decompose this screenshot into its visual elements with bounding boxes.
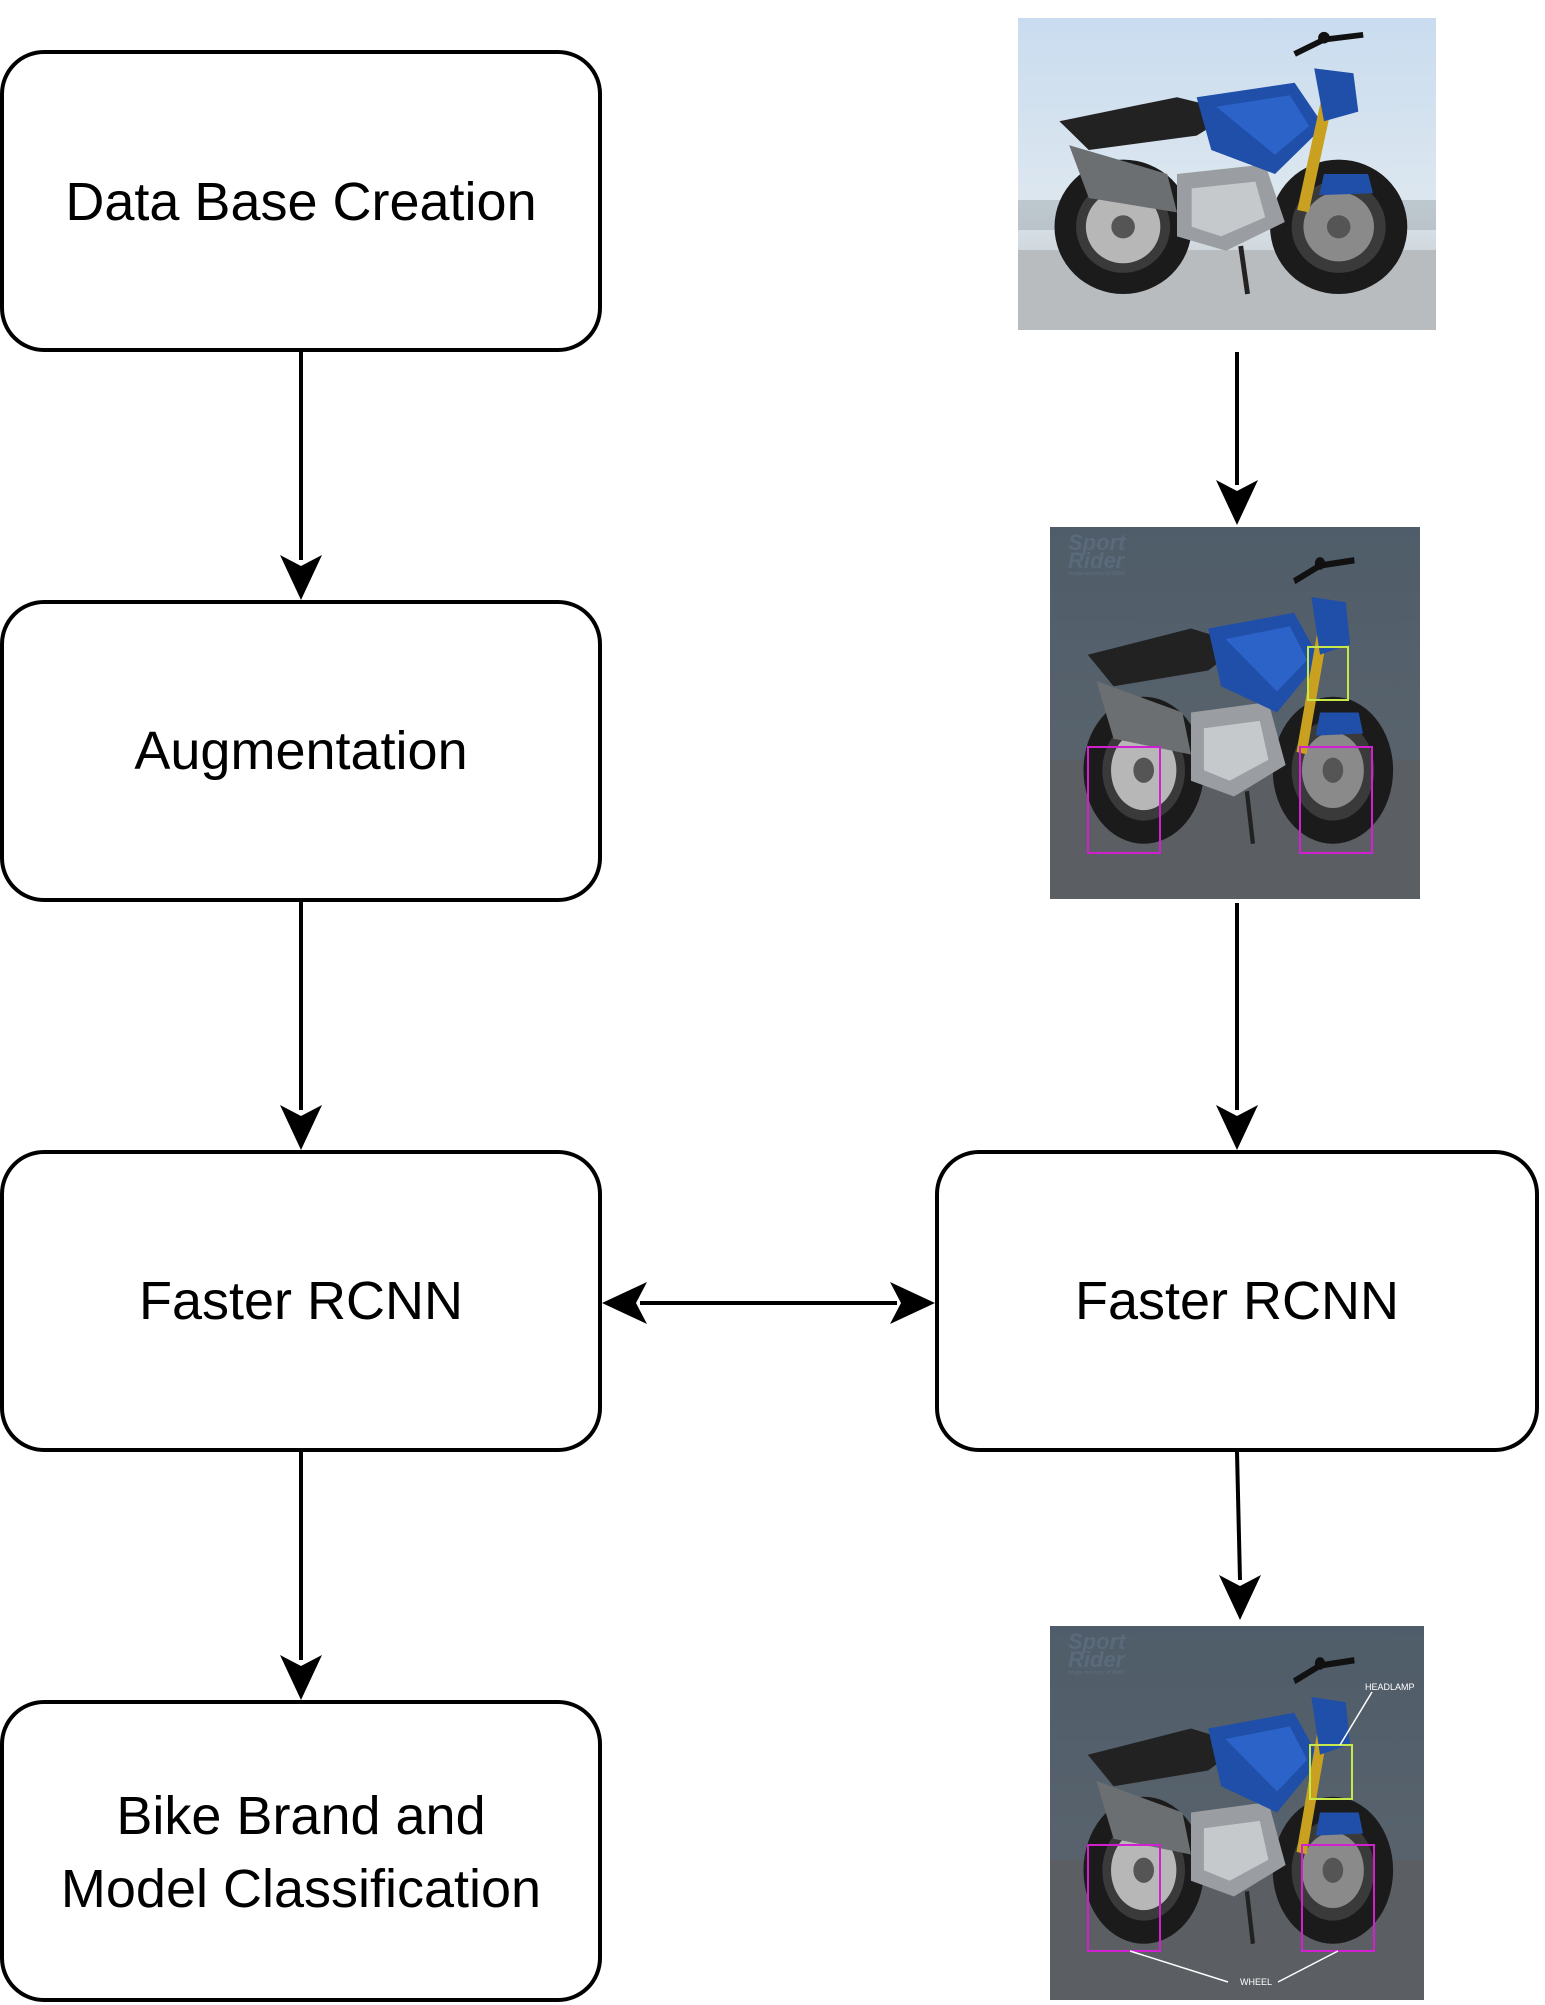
watermark-rider: Rider (1068, 548, 1126, 573)
node-label-line1: Bike Brand and (116, 1786, 485, 1846)
arrow-augmentation-to-rcnn (280, 902, 322, 1150)
arrow-detected-to-rcnn (1216, 903, 1258, 1150)
node-label-line2: Model Classification (61, 1859, 541, 1919)
watermark-rider: Rider (1068, 1647, 1126, 1672)
node-label: Augmentation (134, 721, 467, 781)
watermark-sport: Sport (1068, 1629, 1127, 1654)
node-label: Faster RCNN (1075, 1271, 1399, 1331)
node-database-creation: Data Base Creation (0, 50, 602, 352)
node-augmentation: Augmentation (0, 600, 602, 902)
rear-wheel-bounding-box (1087, 1844, 1161, 1952)
headlamp-label: HEADLAMP (1365, 1682, 1415, 1692)
arrow-db-to-augmentation (280, 352, 322, 600)
node-faster-rcnn-right: Faster RCNN (935, 1150, 1539, 1452)
watermark-sport: Sport (1068, 530, 1127, 555)
node-label: Faster RCNN (139, 1271, 463, 1331)
wheel-label: WHEEL (1240, 1977, 1272, 1987)
node-label: Data Base Creation (65, 172, 536, 232)
node-bike-classification: Bike Brand and Model Classification (0, 1700, 602, 2002)
arrow-bidirectional-rcnn (602, 1282, 935, 1324)
watermark-credit: Image courtesy of BMW (1068, 571, 1126, 577)
arrow-rcnn-to-annotated (1219, 1451, 1261, 1620)
arrow-photo-to-detected (1216, 352, 1258, 525)
annotated-motorcycle-image: Sport Rider Image courtesy of BMW HEADLA… (1050, 1626, 1424, 2000)
rear-wheel-bounding-box (1087, 746, 1161, 854)
front-wheel-bounding-box (1299, 746, 1373, 854)
arrow-rcnn-to-classification (280, 1452, 322, 1700)
node-faster-rcnn-left: Faster RCNN (0, 1150, 602, 1452)
headlamp-bounding-box (1309, 1744, 1353, 1800)
headlamp-bounding-box (1307, 646, 1349, 701)
watermark-credit: Image courtesy of BMW (1068, 1670, 1126, 1676)
input-motorcycle-image (1018, 18, 1436, 330)
detected-motorcycle-image: Sport Rider Image courtesy of BMW (1050, 527, 1420, 899)
